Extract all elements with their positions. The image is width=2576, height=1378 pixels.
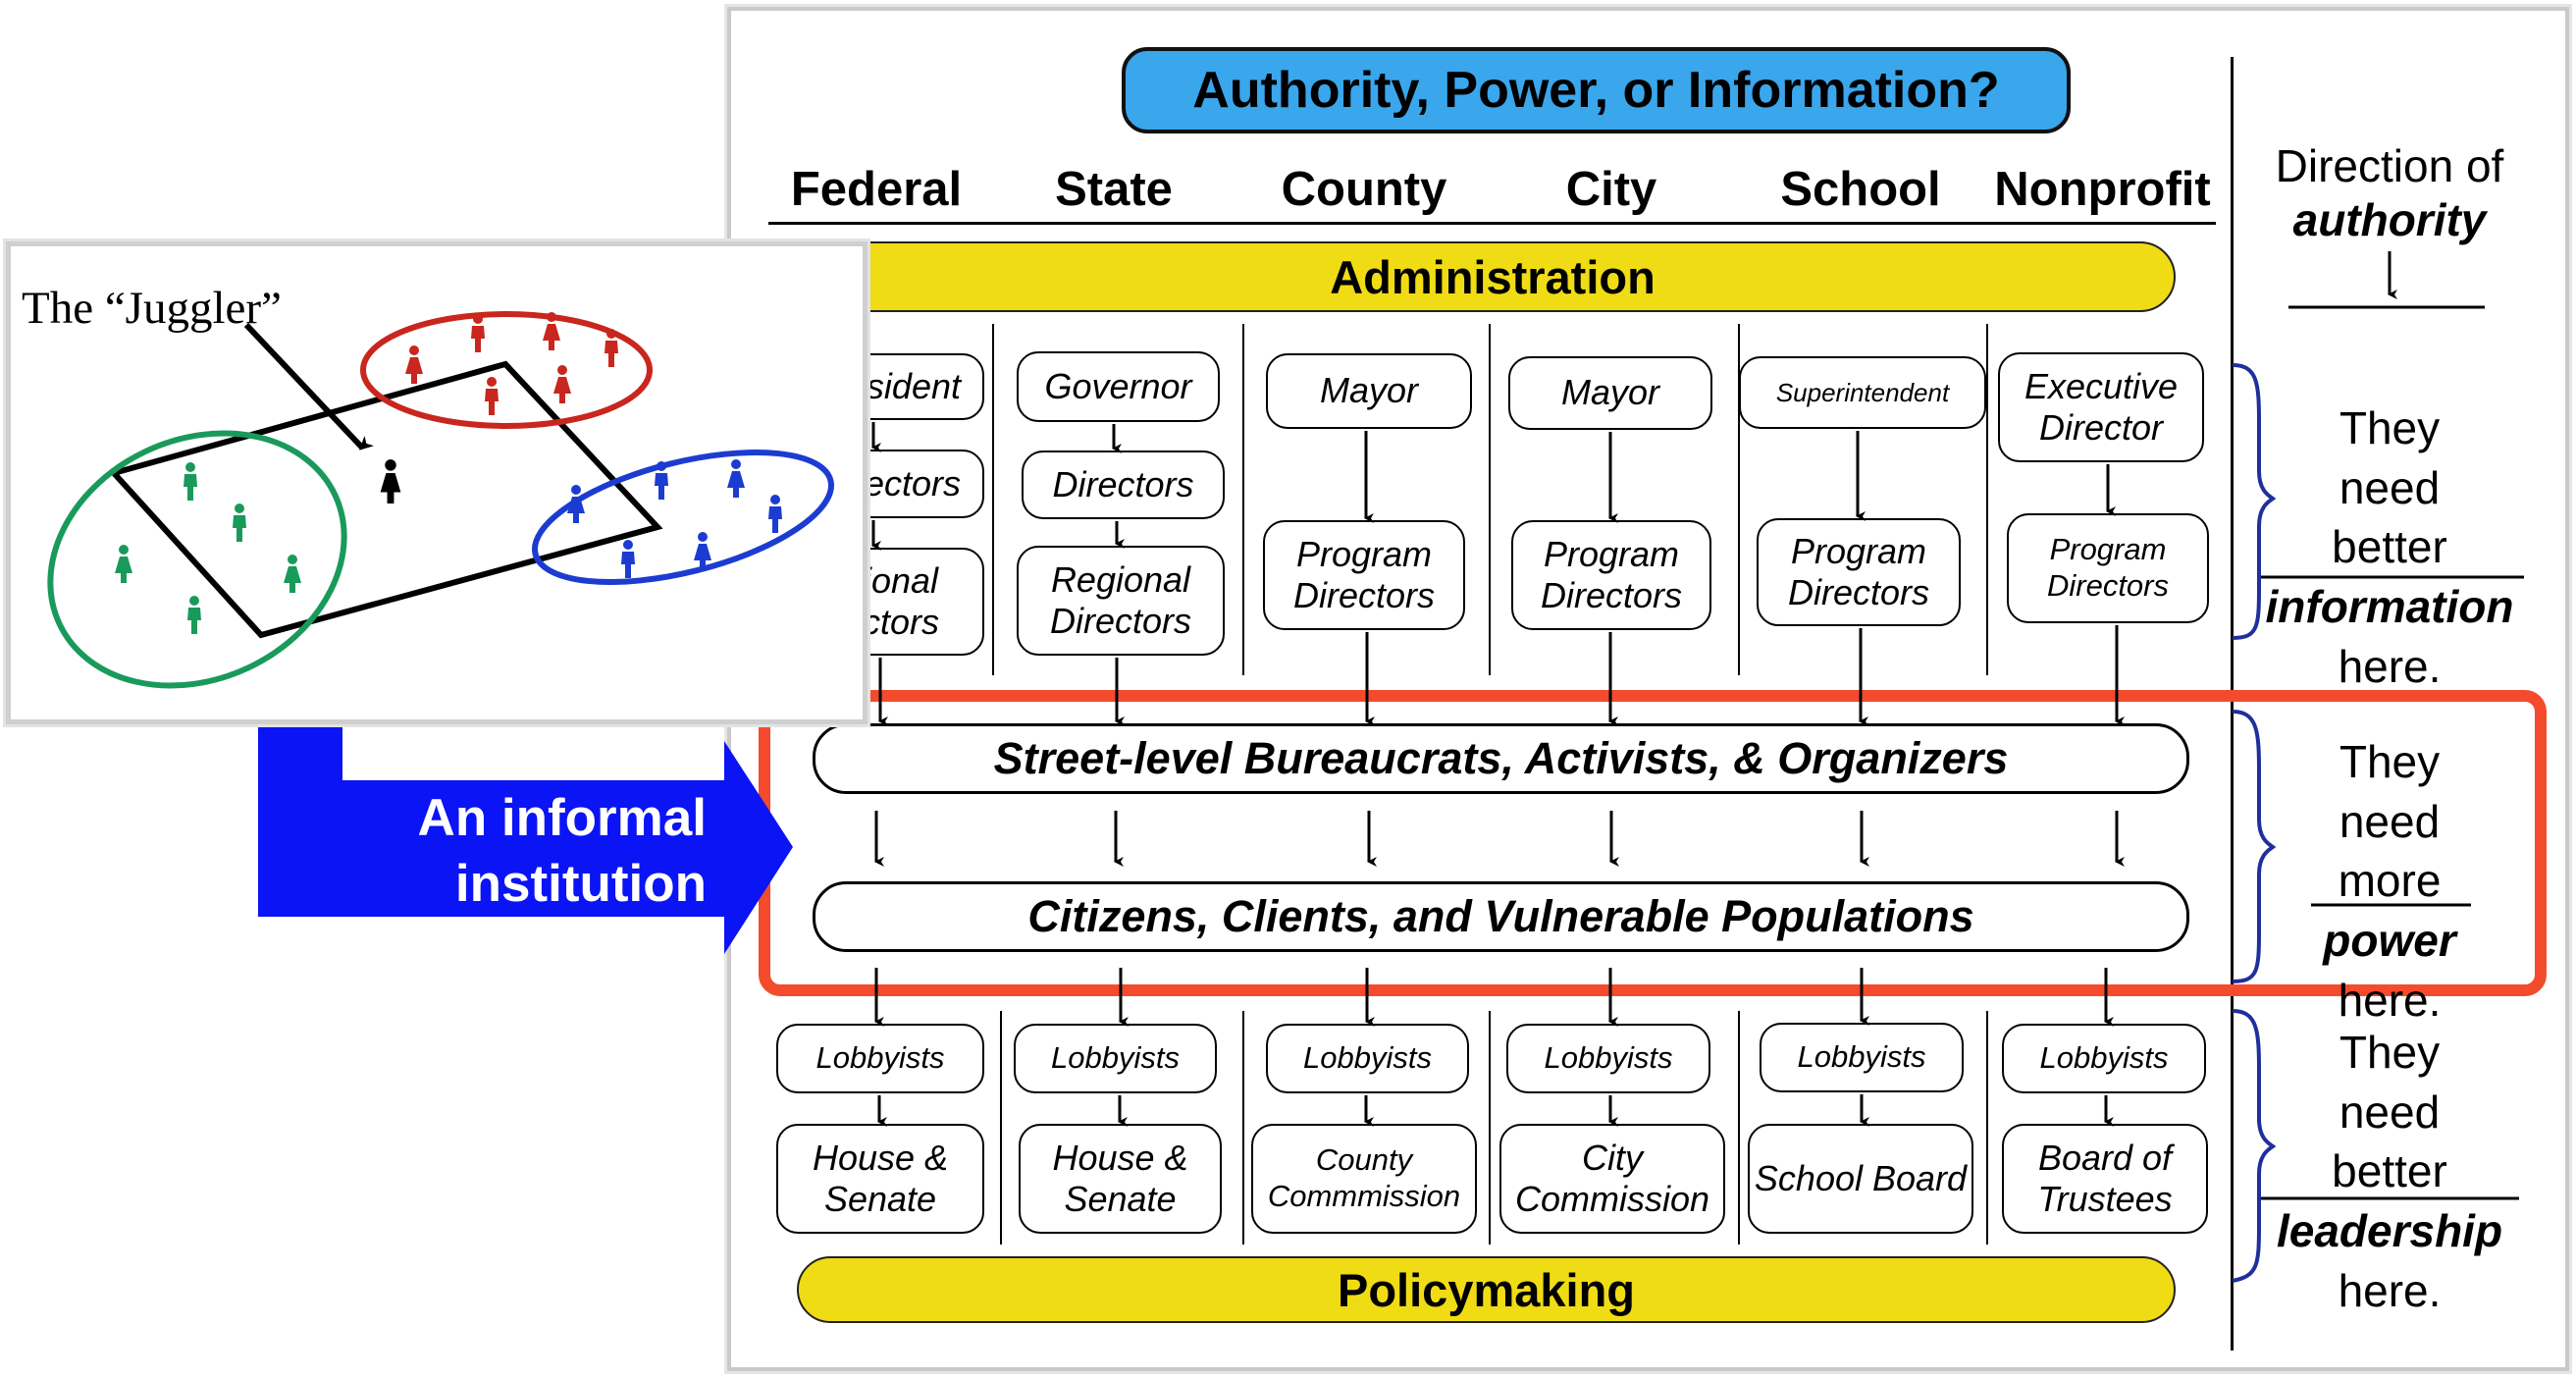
- header-rule: [768, 222, 2216, 225]
- column-divider: [1986, 324, 1988, 675]
- node-city-commission: City Commission: [1499, 1124, 1725, 1234]
- side-note-power: They need more power here.: [2247, 732, 2532, 1031]
- side-note-post: here.: [2338, 1264, 2442, 1316]
- diagram-title: Authority, Power, or Information?: [1122, 47, 2071, 133]
- person-icon: [727, 459, 745, 498]
- person-icon: [655, 461, 668, 500]
- side-note-information: They need better information here.: [2247, 398, 2532, 697]
- person-icon: [485, 377, 499, 415]
- juggler-icon: [380, 459, 401, 504]
- side-note-pre: They need better: [2332, 1027, 2447, 1197]
- arrow-group: [871, 251, 2397, 1127]
- column-header-city: City: [1565, 163, 1657, 216]
- citizens-pill: Citizens, Clients, and Vulnerable Popula…: [813, 881, 2189, 952]
- side-note-pre: They need better: [2332, 402, 2447, 573]
- node-county-commission: County Commmission: [1251, 1124, 1477, 1234]
- node-county-mayor: Mayor: [1266, 353, 1472, 429]
- direction-label: Direction of authority: [2247, 139, 2532, 247]
- column-header-nonprofit: Nonprofit: [1994, 163, 2211, 216]
- side-note-pre: They need more: [2338, 736, 2442, 907]
- node-city-mayor: Mayor: [1508, 356, 1712, 430]
- person-icon: [405, 345, 423, 384]
- node-state-governor: Governor: [1017, 351, 1220, 422]
- column-divider: [1242, 324, 1244, 675]
- column-divider: [1738, 324, 1740, 675]
- column-divider: [1489, 324, 1491, 675]
- side-note-key: information: [2265, 581, 2514, 633]
- callout-line2: institution: [454, 855, 707, 914]
- person-icon: [621, 540, 635, 578]
- column-header-state: State: [1055, 163, 1173, 216]
- column-header-county: County: [1281, 163, 1447, 216]
- side-note-key: leadership: [2276, 1205, 2503, 1257]
- juggler-illustration: [47, 311, 835, 689]
- side-note-leadership: They need better leadership here.: [2247, 1023, 2532, 1321]
- red-group-people: [405, 312, 618, 415]
- right-divider: [2231, 57, 2234, 1351]
- person-icon: [768, 495, 782, 533]
- column-divider: [1242, 1011, 1244, 1245]
- column-divider: [1489, 1011, 1491, 1245]
- person-icon: [233, 504, 246, 542]
- blue-group-ellipse: [531, 449, 835, 586]
- red-group-ellipse: [360, 311, 653, 429]
- person-icon: [605, 329, 618, 367]
- direction-line1: Direction of: [2275, 140, 2504, 191]
- node-nonprofit-board-of-trustees: Board of Trustees: [2002, 1124, 2208, 1234]
- column-divider: [992, 324, 994, 675]
- person-icon: [284, 555, 301, 593]
- node-county-lobbyists: Lobbyists: [1266, 1024, 1469, 1093]
- node-school-board: School Board: [1748, 1124, 1973, 1234]
- policymaking-banner: Policymaking: [797, 1256, 2176, 1323]
- green-group-ellipse: [47, 430, 347, 689]
- brace-power: [2232, 710, 2277, 983]
- green-group-people: [115, 462, 301, 634]
- node-state-lobbyists: Lobbyists: [1014, 1024, 1217, 1093]
- callout-label: An informal institution: [324, 785, 707, 918]
- node-city-lobbyists: Lobbyists: [1506, 1024, 1710, 1093]
- brace-information: [2232, 363, 2277, 640]
- column-divider: [1738, 1011, 1740, 1245]
- direction-line2: authority: [2292, 194, 2487, 246]
- administration-banner: Administration: [810, 241, 2176, 312]
- column-header-school: School: [1780, 163, 1941, 216]
- side-note-key: power: [2323, 915, 2456, 967]
- juggler-label: The “Juggler”: [22, 283, 282, 334]
- person-icon: [115, 545, 132, 583]
- juggler-person: [380, 459, 401, 504]
- brace-group: [2232, 363, 2277, 1283]
- node-school-superintendent: Superintendent: [1739, 356, 1986, 429]
- person-icon: [184, 462, 197, 501]
- node-state-directors: Directors: [1022, 450, 1225, 519]
- blue-group-people: [567, 459, 782, 578]
- node-city-program-directors: Program Directors: [1511, 520, 1711, 630]
- node-nonprofit-program-directors: Program Directors: [2007, 513, 2209, 623]
- informal-institution-highlight: [759, 690, 2547, 996]
- column-divider: [1000, 1011, 1002, 1245]
- node-nonprofit-executive-director: Executive Director: [1998, 352, 2204, 462]
- side-note-post: here.: [2338, 974, 2442, 1026]
- person-icon: [553, 365, 571, 403]
- platform-shape: [108, 360, 663, 639]
- brace-leadership: [2232, 1009, 2277, 1283]
- juggler-pointer-arrow: [243, 322, 375, 450]
- node-county-program-directors: Program Directors: [1263, 520, 1465, 630]
- column-header-federal: Federal: [790, 163, 963, 216]
- column-divider: [1986, 1011, 1988, 1245]
- street-level-pill: Street-level Bureaucrats, Activists, & O…: [813, 723, 2189, 794]
- callout-line1: An informal: [417, 789, 707, 847]
- node-state-house-senate: House & Senate: [1019, 1124, 1222, 1234]
- person-icon: [471, 314, 485, 352]
- side-note-post: here.: [2338, 640, 2442, 692]
- callout-arrow: [258, 703, 793, 954]
- node-school-program-directors: Program Directors: [1757, 518, 1961, 626]
- node-state-regional-directors: Regional Directors: [1017, 546, 1225, 656]
- person-icon: [187, 596, 201, 634]
